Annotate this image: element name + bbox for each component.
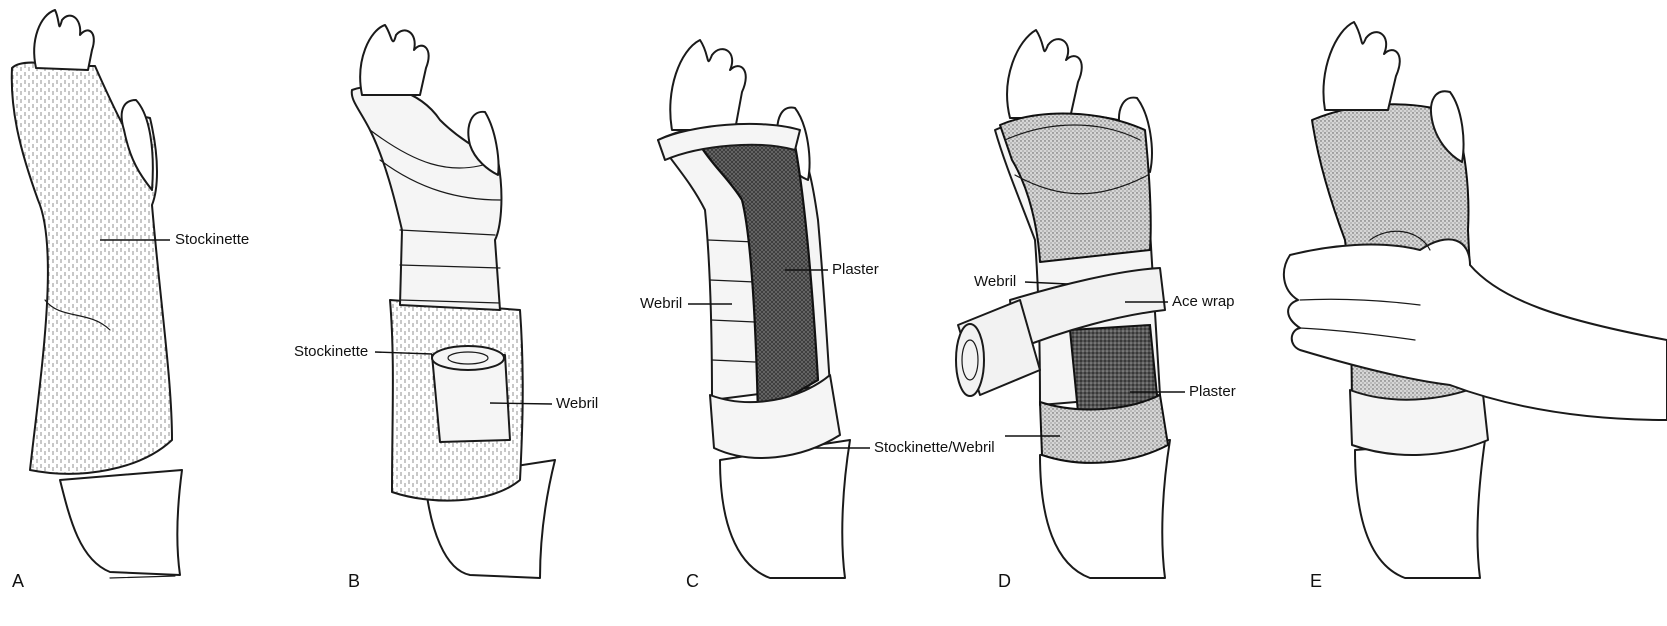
panel-d-fingers <box>1007 30 1082 118</box>
panel-c: Plaster Webril Stockinette/Webril C <box>640 40 995 591</box>
panel-d-letter: D <box>998 571 1011 591</box>
panel-b-leader-webril <box>490 403 552 404</box>
panel-d-label-plaster: Plaster <box>1189 383 1236 400</box>
panel-c-letter: C <box>686 571 699 591</box>
panel-d-label-webril: Webril <box>974 273 1016 290</box>
panel-c-upper-arm <box>720 440 850 578</box>
panel-c-label-webril: Webril <box>640 295 682 312</box>
panel-e-molding-hand <box>1284 239 1667 420</box>
panel-c-fingers <box>670 40 746 130</box>
panel-e: E <box>1284 22 1667 591</box>
panel-e-upper-arm <box>1355 440 1485 578</box>
panel-a-label-stockinette: Stockinette <box>175 231 249 248</box>
panel-a-letter: A <box>12 571 24 591</box>
panel-b-label-stockinette: Stockinette <box>294 343 368 360</box>
panel-b-letter: B <box>348 571 360 591</box>
panel-a-upper-arm <box>60 470 182 575</box>
panel-b: Stockinette Webril B <box>294 25 598 591</box>
panel-d-label-ace-wrap: Ace wrap <box>1172 293 1235 310</box>
panel-d: Webril Ace wrap Plaster D <box>956 30 1236 591</box>
panel-b-fingers <box>360 25 428 95</box>
panel-c-label-plaster: Plaster <box>832 261 879 278</box>
panel-d-plaster-exposed <box>1070 325 1158 412</box>
panel-e-fingers <box>1323 22 1399 110</box>
panel-c-label-stockinette-webril: Stockinette/Webril <box>874 439 995 456</box>
panel-a-fingers <box>34 10 94 70</box>
panel-b-label-webril: Webril <box>556 395 598 412</box>
panel-a: Stockinette A <box>12 10 249 591</box>
panel-e-letter: E <box>1310 571 1322 591</box>
